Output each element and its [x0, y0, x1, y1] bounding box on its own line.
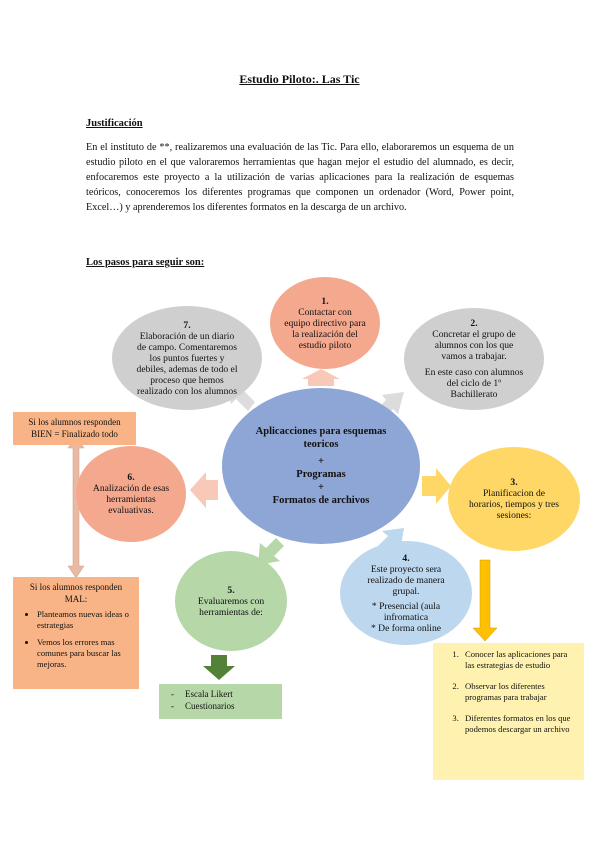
step-5-circle: 5. Evaluaremos con herramientas de: — [175, 551, 287, 651]
arrow-to-sessions — [472, 559, 498, 642]
arrow-to-step-6 — [190, 472, 218, 508]
sessions-list: Conocer las aplicaciones para las estrat… — [439, 649, 578, 735]
justificacion-paragraph: En el instituto de **, realizaremos una … — [86, 142, 514, 213]
justificacion-heading: Justificación — [86, 118, 143, 129]
step-1-text: Contactar con equipo directivo para la r… — [284, 306, 366, 351]
step-4-option-online: * De forma online — [370, 622, 442, 634]
list-item: Vemos los errores mas comunes para busca… — [37, 637, 133, 670]
step-7-number: 7. — [183, 319, 191, 331]
step-3-number: 3. — [510, 477, 518, 488]
sessions-box: Conocer las aplicaciones para las estrat… — [433, 643, 584, 780]
arrow-to-step-1 — [302, 369, 340, 386]
step-5-text: Evaluaremos con herramientas de: — [197, 595, 265, 618]
center-line-2: Programas — [296, 469, 346, 480]
bien-box: Si los alumnos responden BIEN = Finaliza… — [13, 412, 136, 445]
mal-box-heading: Si los alumnos responden MAL: — [29, 582, 123, 604]
center-plus-1: + — [318, 456, 324, 467]
pasos-heading: Los pasos para seguir son: — [86, 257, 205, 268]
list-item: Escala Likert — [185, 688, 278, 700]
list-item: Observar los diferentes programas para t… — [461, 681, 578, 703]
arrow-to-step-5 — [258, 538, 284, 565]
step-4-text: Este proyecto sera realizado de manera g… — [367, 563, 445, 597]
step-6-circle: 6. Analización de esas herramientas eval… — [76, 446, 186, 542]
step-2-text: Concretar el grupo de alumnos con los qu… — [432, 329, 516, 362]
center-line-3: Formatos de archivos — [272, 495, 370, 506]
step-6-text: Analización de esas herramientas evaluat… — [92, 483, 170, 516]
mal-box-list: Planteamos nuevas ideas o estrategias Ve… — [19, 609, 133, 670]
step-2-detail: En este caso con alumnos del ciclo de 1º… — [424, 367, 524, 400]
center-line-1: Aplicacciones para esquemas teoricos — [255, 426, 387, 450]
center-plus-2: + — [318, 482, 324, 493]
tools-list: Escala Likert Cuestionarios — [163, 688, 278, 712]
step-1-number: 1. — [321, 295, 329, 307]
step-4-option-presencial: * Presencial (aula infromatica — [371, 600, 441, 623]
arrow-to-step-3 — [422, 468, 451, 504]
mal-box: Si los alumnos responden MAL: Planteamos… — [13, 577, 139, 689]
step-4-circle: 4. Este proyecto sera realizado de maner… — [340, 541, 472, 645]
step-6-number: 6. — [127, 472, 135, 483]
list-item: Diferentes formatos en los que podemos d… — [461, 713, 578, 735]
step-7-circle: 7. Elaboración de un diario de campo. Co… — [112, 306, 262, 410]
step-3-circle: 3. Planificacion de horarios, tiempos y … — [448, 447, 580, 551]
arrow-to-tools — [203, 655, 235, 680]
step-2-number: 2. — [470, 318, 478, 329]
step-4-number: 4. — [402, 552, 410, 564]
step-3-text: Planificacion de horarios, tiempos y tre… — [468, 488, 560, 521]
list-item: Planteamos nuevas ideas o estrategias — [37, 609, 133, 631]
tools-box: Escala Likert Cuestionarios — [159, 684, 282, 719]
document-title: Estudio Piloto:. Las Tic — [239, 72, 360, 86]
step-5-number: 5. — [227, 584, 235, 596]
step-1-circle: 1. Contactar con equipo directivo para l… — [270, 277, 380, 369]
list-item: Cuestionarios — [185, 700, 278, 712]
step-7-text: Elaboración de un diario de campo. Comen… — [136, 330, 238, 397]
center-circle: Aplicacciones para esquemas teoricos + P… — [222, 388, 420, 544]
step-2-circle: 2. Concretar el grupo de alumnos con los… — [404, 308, 544, 410]
list-item: Conocer las aplicaciones para las estrat… — [461, 649, 578, 671]
